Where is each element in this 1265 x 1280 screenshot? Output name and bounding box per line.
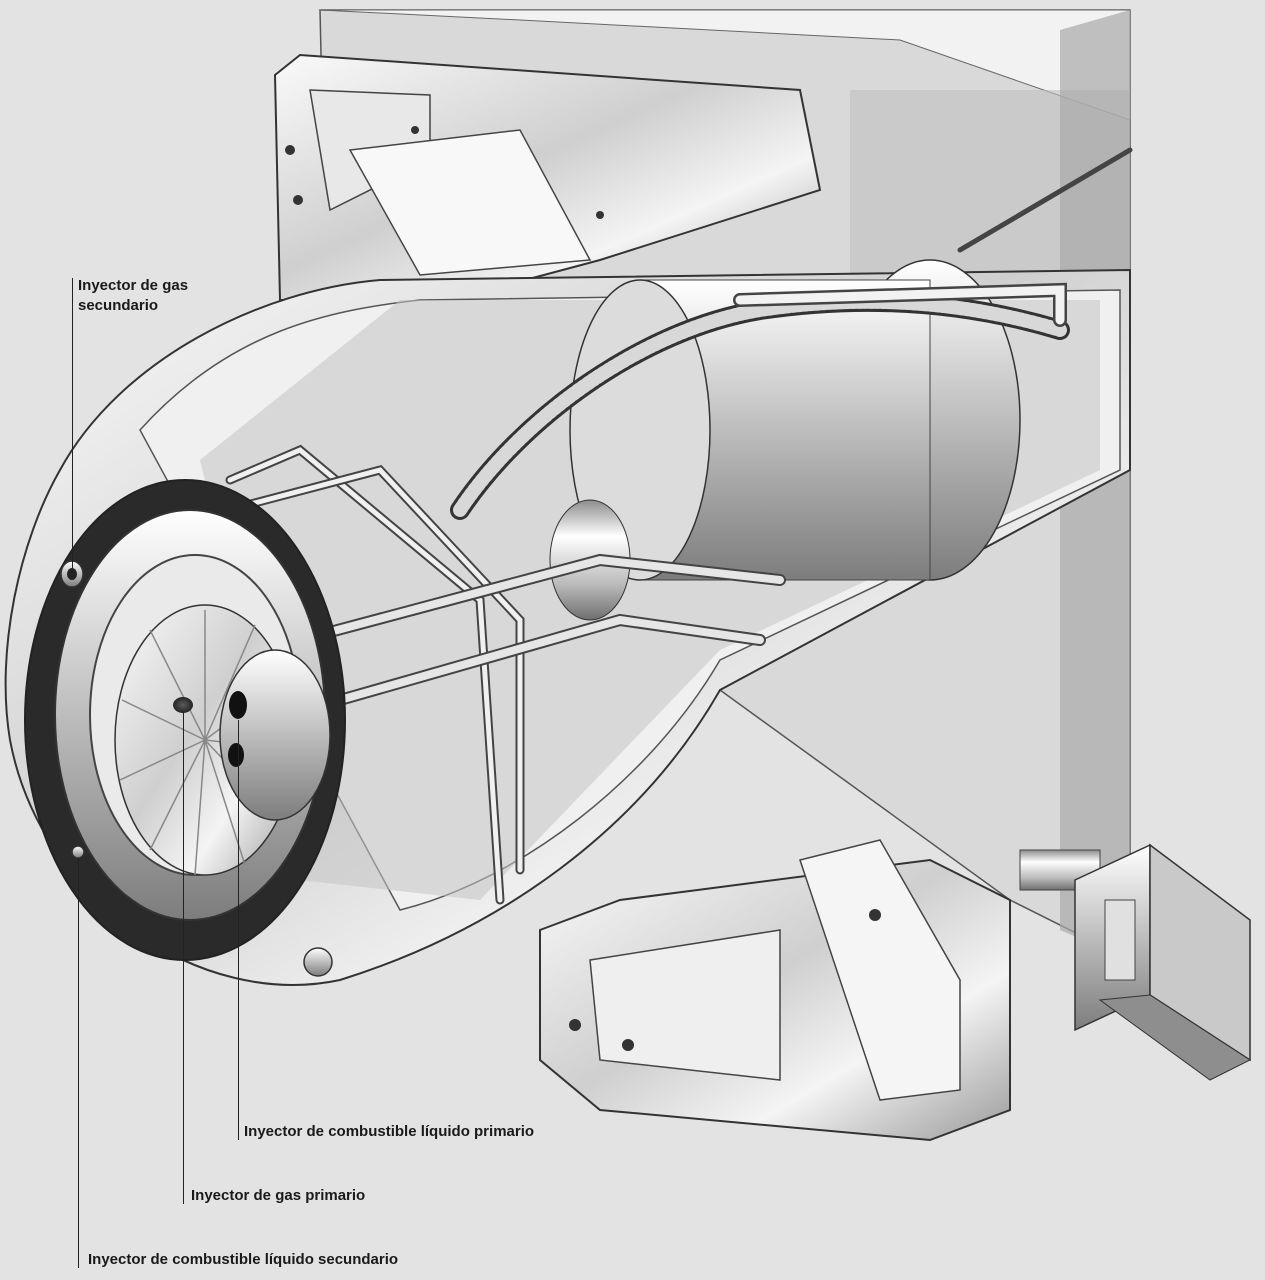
callout-secondary-gas-line2: secundario	[78, 297, 159, 314]
leader-primary-gas	[183, 712, 184, 1204]
swirl-diffuser	[114, 604, 331, 876]
callout-primary-liquid: Inyector de combustible líquido primario	[244, 1123, 535, 1140]
secondary-liquid-nozzle	[71, 845, 85, 859]
secondary-nozzles	[60, 560, 333, 977]
bottom-flange	[539, 839, 1011, 1142]
leader-primary-liquid	[238, 720, 239, 1140]
callout-secondary-liquid: Inyector de combustible líquido secundar…	[88, 1251, 399, 1268]
primary-liquid-nozzle	[229, 691, 247, 719]
fuel-pipes	[185, 147, 1133, 905]
leader-secondary-gas	[72, 278, 73, 568]
primary-gas-nozzle	[173, 697, 193, 713]
servo-motor	[1019, 843, 1252, 1081]
callout-primary-gas: Inyector de gas primario	[191, 1187, 366, 1204]
top-flange	[273, 53, 822, 301]
callout-secondary-gas: Inyector de gas secundario	[78, 276, 188, 316]
motor-cylinder	[549, 259, 1021, 621]
flex-hose	[450, 291, 1070, 520]
callout-secondary-gas-line1: Inyector de gas	[78, 277, 189, 294]
leader-secondary-liquid	[78, 858, 79, 1268]
